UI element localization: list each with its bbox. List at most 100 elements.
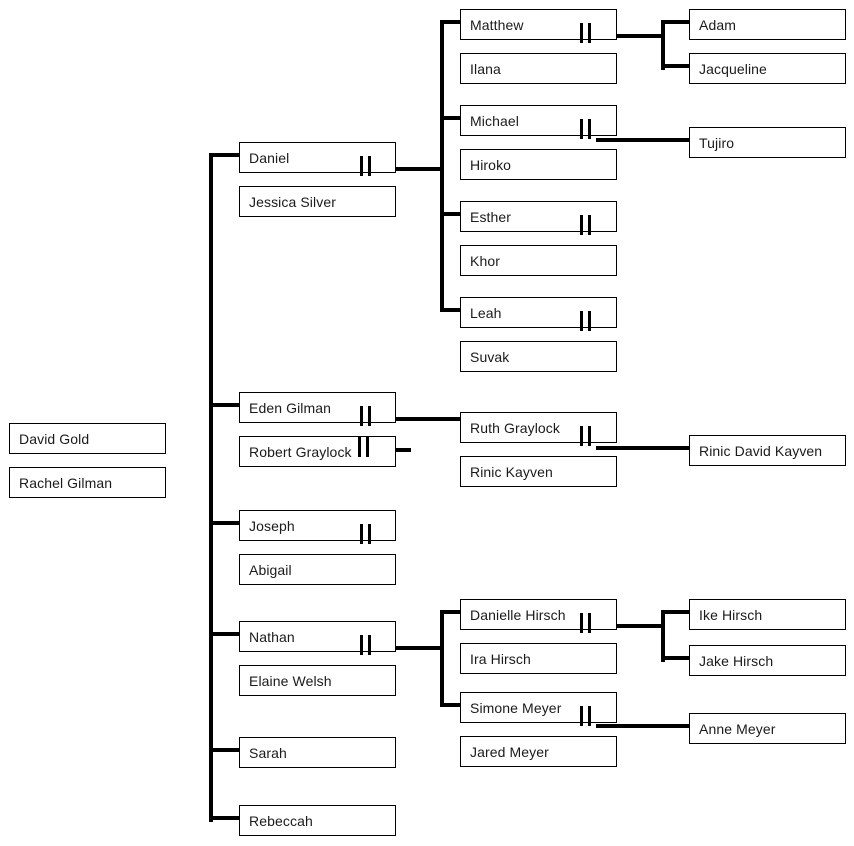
person-name-label: Joseph	[249, 517, 295, 534]
marriage-bar-left	[360, 524, 363, 544]
person-name-label: Khor	[470, 252, 500, 269]
marriage-bar-right	[588, 311, 591, 331]
marriage-connector	[580, 119, 600, 139]
connector-line	[596, 138, 691, 142]
person-name-label: Sarah	[249, 744, 287, 761]
person-box-hiroko[interactable]: Hiroko	[460, 149, 617, 180]
person-name-label: Eden Gilman	[249, 399, 332, 416]
marriage-bar-left	[580, 23, 583, 43]
marriage-bar-left	[360, 156, 363, 176]
marriage-bar-right	[588, 613, 591, 633]
marriage-bar-left	[358, 437, 361, 457]
person-name-label: Jacqueline	[699, 60, 767, 77]
marriage-bar-left	[580, 613, 583, 633]
person-box-khor[interactable]: Khor	[460, 245, 617, 276]
marriage-bar-left	[580, 311, 583, 331]
person-name-label: Robert Graylock	[249, 443, 352, 460]
connector-line	[209, 816, 241, 820]
person-name-label: Jared Meyer	[470, 743, 549, 760]
connector-line	[661, 22, 665, 70]
connector-line	[596, 724, 691, 728]
marriage-connector	[580, 426, 600, 446]
marriage-connector	[580, 706, 600, 726]
connector-line	[440, 612, 444, 707]
person-box-abigail[interactable]: Abigail	[239, 554, 396, 585]
person-box-simone-meyer[interactable]: Simone Meyer	[460, 692, 617, 723]
person-box-adam[interactable]: Adam	[689, 9, 846, 40]
person-box-rachel-gilman[interactable]: Rachel Gilman	[9, 467, 166, 498]
connector-line	[661, 612, 665, 662]
connector-line	[440, 22, 444, 312]
person-box-ira-hirsch[interactable]: Ira Hirsch	[460, 643, 617, 674]
person-name-label: Elaine Welsh	[249, 672, 332, 689]
person-box-ilana[interactable]: Ilana	[460, 53, 617, 84]
person-name-label: Rachel Gilman	[19, 474, 113, 491]
person-box-sarah[interactable]: Sarah	[239, 737, 396, 768]
connector-line	[209, 153, 241, 157]
person-box-david-gold[interactable]: David Gold	[9, 423, 166, 454]
marriage-bar-right	[588, 706, 591, 726]
marriage-connector	[360, 635, 380, 655]
person-name-label: Ruth Graylock	[470, 419, 560, 436]
marriage-connector	[360, 156, 380, 176]
marriage-bar-right	[588, 23, 591, 43]
connector-line	[596, 446, 691, 450]
person-name-label: Ira Hirsch	[470, 650, 531, 667]
marriage-connector	[580, 613, 600, 633]
person-box-suvak[interactable]: Suvak	[460, 341, 617, 372]
marriage-connector	[358, 437, 378, 457]
person-name-label: Jake Hirsch	[699, 652, 774, 669]
person-box-ike-hirsch[interactable]: Ike Hirsch	[689, 599, 846, 630]
connector-line	[661, 656, 691, 660]
marriage-bar-right	[368, 635, 371, 655]
person-name-label: Danielle Hirsch	[470, 606, 566, 623]
person-name-label: Tujiro	[699, 134, 735, 151]
person-name-label: Ilana	[470, 60, 501, 77]
connector-line	[209, 748, 241, 752]
marriage-connector	[580, 23, 600, 43]
person-name-label: Anne Meyer	[699, 720, 776, 737]
person-name-label: Simone Meyer	[470, 699, 562, 716]
marriage-connector	[580, 215, 600, 235]
marriage-connector	[580, 311, 600, 331]
person-name-label: Ike Hirsch	[699, 606, 763, 623]
connector-line	[440, 703, 462, 707]
person-box-robert-graylock[interactable]: Robert Graylock	[239, 436, 396, 467]
person-name-label: Suvak	[470, 348, 510, 365]
person-name-label: Michael	[470, 112, 519, 129]
person-name-label: Rinic David Kayven	[699, 442, 823, 459]
marriage-bar-right	[588, 426, 591, 446]
person-box-jacqueline[interactable]: Jacqueline	[689, 53, 846, 84]
connector-line	[661, 20, 691, 24]
connector-line	[440, 610, 462, 614]
marriage-bar-left	[360, 406, 363, 426]
connector-line	[209, 403, 241, 407]
person-box-rebeccah[interactable]: Rebeccah	[239, 805, 396, 836]
person-name-label: Daniel	[249, 149, 290, 166]
person-name-label: David Gold	[19, 430, 90, 447]
marriage-bar-left	[580, 426, 583, 446]
person-name-label: Esther	[470, 208, 512, 225]
marriage-bar-left	[580, 119, 583, 139]
marriage-bar-right	[588, 215, 591, 235]
marriage-connector	[360, 524, 380, 544]
connector-line	[375, 167, 443, 171]
marriage-bar-right	[366, 437, 369, 457]
person-box-jared-meyer[interactable]: Jared Meyer	[460, 736, 617, 767]
person-box-rinic-kayven[interactable]: Rinic Kayven	[460, 456, 617, 487]
person-box-ruth-graylock[interactable]: Ruth Graylock	[460, 412, 617, 443]
person-box-elaine-welsh[interactable]: Elaine Welsh	[239, 665, 396, 696]
person-box-jessica-silver[interactable]: Jessica Silver	[239, 186, 396, 217]
person-box-anne-meyer[interactable]: Anne Meyer	[689, 713, 846, 744]
person-box-rinic-david-kayven[interactable]: Rinic David Kayven	[689, 435, 846, 466]
person-box-jake-hirsch[interactable]: Jake Hirsch	[689, 645, 846, 676]
person-box-eden-gilman[interactable]: Eden Gilman	[239, 392, 396, 423]
connector-line	[596, 34, 664, 38]
person-name-label: Rebeccah	[249, 812, 313, 829]
connector-line	[375, 417, 462, 421]
person-box-tujiro[interactable]: Tujiro	[689, 127, 846, 158]
person-name-label: Matthew	[470, 16, 524, 33]
marriage-bar-right	[368, 524, 371, 544]
person-name-label: Jessica Silver	[249, 193, 336, 210]
